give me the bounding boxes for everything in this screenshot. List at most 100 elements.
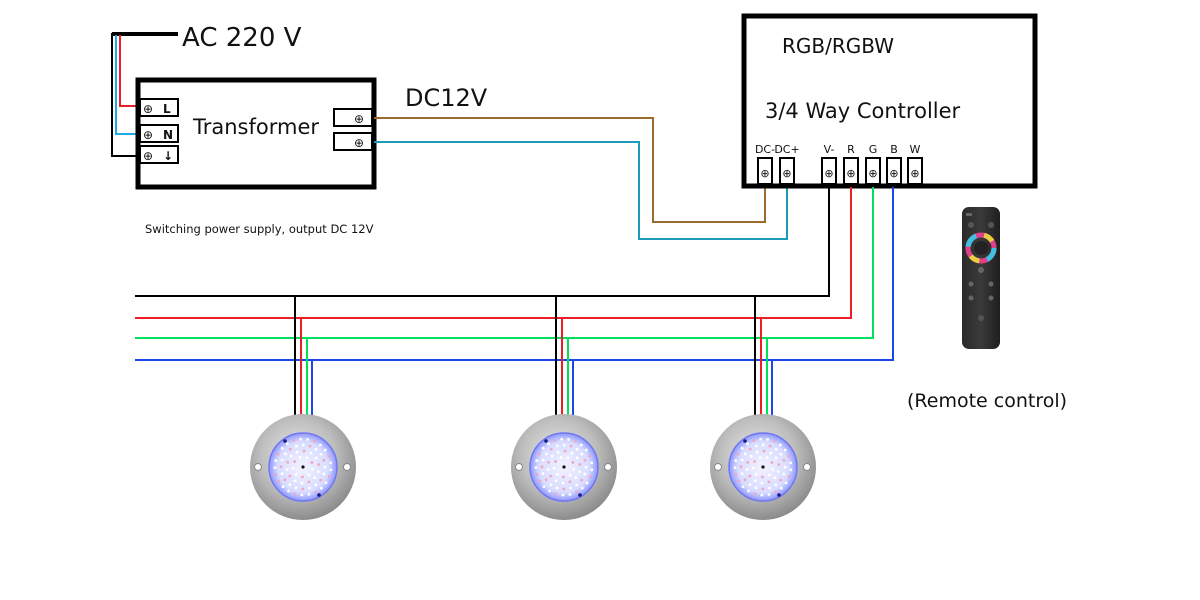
led-dot <box>280 458 284 462</box>
led-dot <box>753 492 757 496</box>
led-dot <box>550 454 554 458</box>
led-dot <box>566 456 570 460</box>
led-dot <box>779 478 783 482</box>
led-dot <box>283 478 287 482</box>
led-dot <box>280 472 284 476</box>
led-dot <box>294 486 298 490</box>
led-dot <box>559 456 563 459</box>
led-dot <box>733 466 737 470</box>
led-dot <box>761 443 765 447</box>
led-dot <box>568 492 572 496</box>
bus-wire-red <box>135 187 852 319</box>
led-dot <box>743 452 747 456</box>
led-dot <box>772 439 776 443</box>
led-dot <box>734 459 738 463</box>
led-dot <box>767 492 771 496</box>
led-dot <box>789 461 793 465</box>
led-dot <box>774 483 778 487</box>
pool-light-3 <box>710 296 816 520</box>
led-dot <box>274 459 278 463</box>
controller-terminal-v-minus: V-⊕ <box>821 143 837 185</box>
led-dot <box>753 460 757 463</box>
controller-terminal-r: R⊕ <box>843 143 859 185</box>
transformer-caption: Switching power supply, output DC 12V <box>145 222 374 236</box>
led-dot <box>291 466 295 470</box>
led-dot <box>773 476 777 480</box>
led-dot <box>568 473 572 477</box>
led-dot <box>562 487 566 491</box>
led-dot <box>541 446 545 450</box>
remote-label: (Remote control) <box>907 390 1067 412</box>
led-dot <box>753 479 757 483</box>
led-dot <box>561 481 565 485</box>
terminal-screw-icon: ⊕ <box>354 136 364 150</box>
led-dot <box>575 447 579 451</box>
led-dot <box>286 442 289 446</box>
led-dot <box>299 437 302 441</box>
led-dot <box>314 483 318 487</box>
led-dot <box>319 452 323 456</box>
led-dot <box>307 492 311 496</box>
led-dot <box>319 486 323 490</box>
dc-label: DC12V <box>405 84 488 112</box>
led-dot <box>274 473 278 476</box>
terminal-screw-icon: ⊕ <box>143 149 153 163</box>
led-dot <box>279 465 283 469</box>
led-dot <box>324 481 328 485</box>
led-dot <box>567 437 571 441</box>
controller-line2: 3/4 Way Controller <box>765 99 961 123</box>
mounting-hole-icon <box>515 463 523 471</box>
transformer-output-negative: ⊕ <box>333 132 373 151</box>
led-dot <box>300 493 304 497</box>
terminal-label: B <box>890 143 898 156</box>
led-dot <box>276 452 280 456</box>
led-dot <box>286 460 290 464</box>
remote-control <box>962 207 1000 349</box>
led-dot <box>765 456 769 460</box>
led-dot <box>319 478 323 482</box>
led-dot <box>307 473 311 477</box>
mains-wire-neutral <box>115 35 138 135</box>
led-dot <box>740 446 744 450</box>
led-dot <box>748 447 752 451</box>
led-dot <box>563 449 567 453</box>
led-dot <box>552 466 556 470</box>
led-dot <box>787 454 791 458</box>
led-dot <box>538 479 542 483</box>
transformer: ⊕ L ⊕ N ⊕ ↓ Transformer ⊕ ⊕ <box>135 77 377 190</box>
led-dot <box>562 475 565 479</box>
led-dot <box>577 470 581 474</box>
pool-light-1 <box>250 296 356 520</box>
bus-wire-blue <box>135 187 894 361</box>
led-dot <box>302 449 306 453</box>
led-dot <box>585 481 589 485</box>
led-dot <box>548 489 551 493</box>
terminal-screw-icon: ⊕ <box>868 167 877 180</box>
led-dot <box>281 485 285 489</box>
led-dot <box>273 466 277 470</box>
led-dot <box>554 460 558 463</box>
lens-screw-icon <box>317 493 321 497</box>
controller-terminal-b: B⊕ <box>886 143 902 185</box>
led-dot <box>575 490 578 494</box>
led-dot <box>555 444 559 448</box>
led-dot <box>314 447 318 451</box>
led-dot <box>537 452 541 456</box>
led-dot <box>746 442 749 446</box>
led-dot <box>769 451 773 455</box>
led-dot <box>740 458 744 462</box>
terminal-label-n: N <box>163 128 173 142</box>
mounting-hole-icon <box>803 463 811 471</box>
lens-screw-icon <box>544 439 548 443</box>
led-dot <box>759 437 762 441</box>
led-dot <box>777 463 781 466</box>
led-dot <box>287 489 290 493</box>
mains-wire-live <box>119 35 138 107</box>
led-dot <box>560 437 563 441</box>
led-dot <box>575 456 579 460</box>
led-dot <box>767 480 771 484</box>
led-dot <box>569 486 573 490</box>
lens-screw-icon <box>743 439 747 443</box>
terminal-screw-icon: ⊕ <box>143 102 153 116</box>
terminal-screw-icon: ⊕ <box>846 167 855 180</box>
